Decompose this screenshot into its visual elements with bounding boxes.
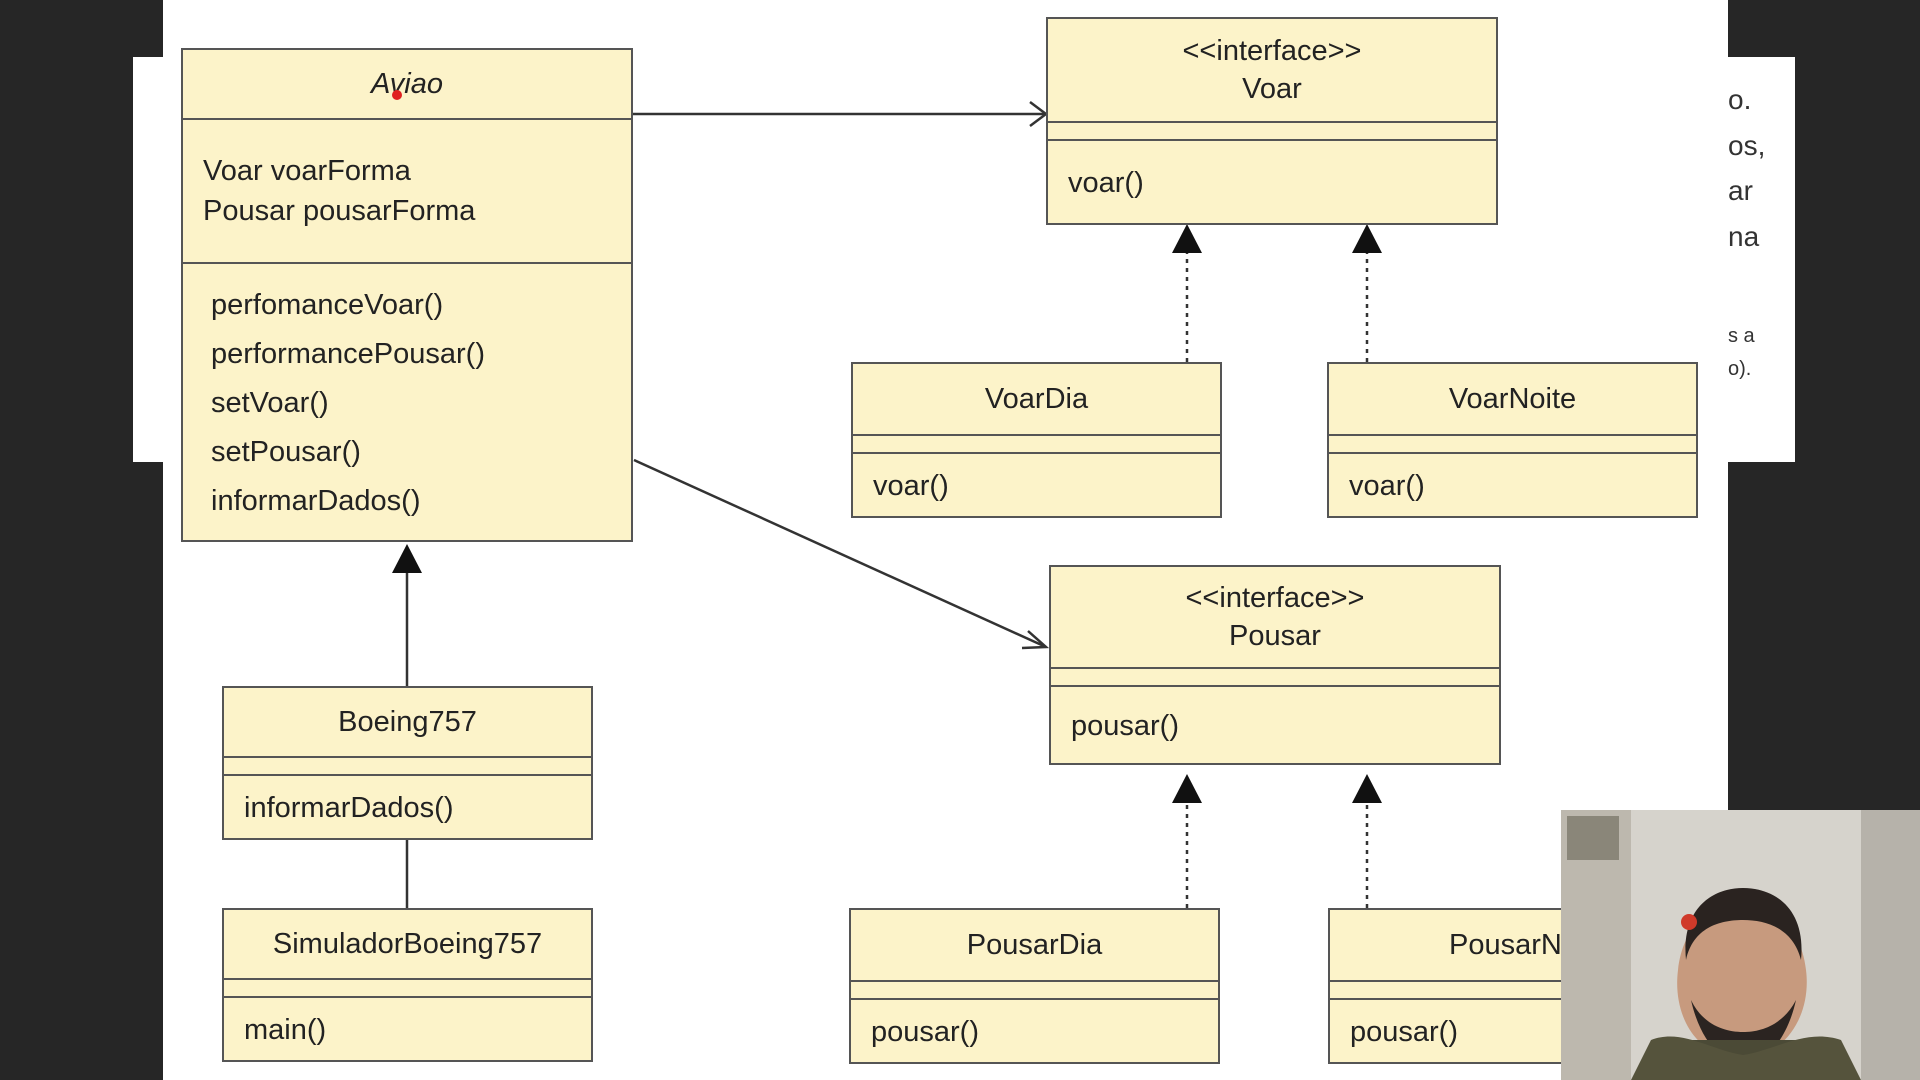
- realization-arrowhead: [1172, 224, 1202, 253]
- operation: voar(): [1349, 469, 1425, 502]
- realization-arrowhead: [1352, 224, 1382, 253]
- operation: informarDados(): [244, 791, 454, 824]
- class-name: VoarNoite: [1329, 364, 1696, 436]
- class-attributes: [1329, 436, 1696, 454]
- class-pousardia[interactable]: PousarDia pousar(): [849, 908, 1220, 1064]
- class-voardia[interactable]: VoarDia voar(): [851, 362, 1222, 518]
- operation: voar(): [1068, 166, 1144, 199]
- class-operations: pousar(): [1051, 687, 1499, 765]
- association-aviao-pousar: [633, 458, 1047, 649]
- class-name: PousarNo: [1330, 910, 1697, 982]
- class-name: SimuladorBoeing757: [224, 910, 591, 980]
- class-attributes: [224, 758, 591, 776]
- stereotype: <<interface>>: [1185, 582, 1365, 614]
- class-operations: informarDados(): [224, 776, 591, 840]
- generalization-arrowhead: [392, 544, 422, 573]
- operation: performancePousar(): [211, 337, 485, 370]
- slide-text-fragment: na: [1728, 221, 1760, 252]
- realization-arrowhead: [1172, 774, 1202, 803]
- presenter-webcam: [1561, 810, 1920, 1080]
- class-operations: voar(): [853, 454, 1220, 518]
- slide-text-fragment: o).: [1728, 358, 1752, 380]
- class-name: PousarDia: [851, 910, 1218, 982]
- class-operations: pousar(): [1330, 1000, 1697, 1064]
- class-name: Voar: [1242, 73, 1302, 105]
- cursor-pointer: [392, 90, 402, 100]
- class-attributes: [224, 980, 591, 998]
- class-attributes: [1330, 982, 1697, 1000]
- operation: main(): [244, 1013, 327, 1046]
- association-arrowhead: [1021, 630, 1050, 650]
- realization-arrowhead: [1352, 774, 1382, 803]
- class-attributes: [1048, 123, 1496, 141]
- class-attributes: [853, 436, 1220, 454]
- class-attributes: Voar voarForma Pousar pousarForma: [183, 120, 631, 264]
- class-aviao[interactable]: Aviao Voar voarForma Pousar pousarForma …: [181, 48, 633, 542]
- attribute: Voar voarForma: [203, 155, 411, 187]
- class-simuladorboeing757[interactable]: SimuladorBoeing757 main(): [222, 908, 593, 1062]
- class-operations: voar(): [1048, 141, 1496, 225]
- class-operations: voar(): [1329, 454, 1696, 518]
- class-name: Pousar: [1229, 620, 1321, 652]
- operation: setPousar(): [211, 435, 361, 468]
- operation: informarDados(): [211, 484, 421, 517]
- slide-text-fragment: o.: [1728, 84, 1752, 115]
- slide-text-fragment: ar: [1728, 175, 1753, 206]
- class-attributes: [1051, 669, 1499, 687]
- operation: pousar(): [871, 1015, 979, 1048]
- slide-text-fragment: os,: [1728, 130, 1766, 161]
- class-attributes: [851, 982, 1218, 1000]
- class-operations: pousar(): [851, 1000, 1218, 1064]
- class-voarnoite[interactable]: VoarNoite voar(): [1327, 362, 1698, 518]
- interface-pousar[interactable]: <<interface>> Pousar pousar(): [1049, 565, 1501, 765]
- class-name: Aviao: [183, 50, 631, 120]
- class-operations: perfomanceVoar() performancePousar() set…: [183, 264, 631, 542]
- operation: pousar(): [1071, 709, 1179, 742]
- operation: setVoar(): [211, 386, 329, 419]
- class-name-block: <<interface>> Pousar: [1051, 567, 1499, 669]
- class-name-block: <<interface>> Voar: [1048, 19, 1496, 123]
- class-name: Boeing757: [224, 688, 591, 758]
- slide-text-fragment: s a: [1728, 325, 1755, 347]
- stereotype: <<interface>>: [1182, 35, 1362, 67]
- operation: voar(): [873, 469, 949, 502]
- class-boeing757[interactable]: Boeing757 informarDados(): [222, 686, 593, 840]
- operation: pousar(): [1350, 1015, 1458, 1048]
- class-name: VoarDia: [853, 364, 1220, 436]
- interface-voar[interactable]: <<interface>> Voar voar(): [1046, 17, 1498, 225]
- class-operations: main(): [224, 998, 591, 1062]
- webcam-image: [1561, 810, 1920, 1080]
- attribute: Pousar pousarForma: [203, 195, 476, 227]
- operation: perfomanceVoar(): [211, 288, 444, 321]
